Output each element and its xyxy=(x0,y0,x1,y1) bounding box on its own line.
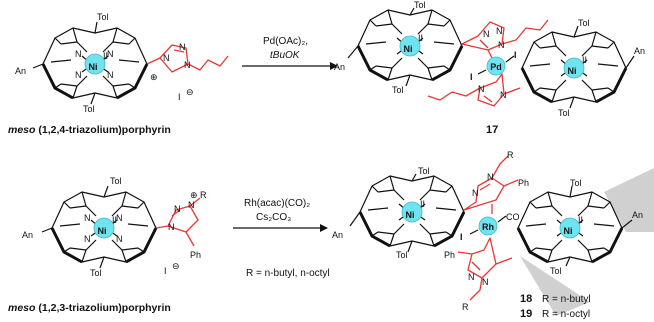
iodide-label: I xyxy=(470,72,473,82)
tol-label: Tol xyxy=(110,176,122,186)
phenyl-label: Ph xyxy=(190,250,201,260)
ni-label: Ni xyxy=(568,66,577,76)
pd-dicarbene-core: N N N N N Pd I I xyxy=(427,19,549,107)
tol-label: Tol xyxy=(392,85,404,95)
n-label: N xyxy=(168,222,175,232)
reagent-tbuok: tBuOK xyxy=(270,50,301,61)
ni-label: Ni xyxy=(89,62,98,72)
tol-label: Tol xyxy=(578,18,590,28)
tol-label: Tol xyxy=(550,266,562,276)
n-label: N xyxy=(174,204,181,214)
minus-charge-label: ⊖ xyxy=(172,261,180,271)
tol-label: Tol xyxy=(418,166,430,176)
ni-charge-label: II xyxy=(418,33,423,43)
porphyrin-ni-product17-right: Ni II Tol Tol An xyxy=(520,18,645,118)
tol-label: Tol xyxy=(90,268,102,278)
an-label: An xyxy=(332,230,343,240)
n-label: N xyxy=(478,84,485,94)
ni-charge-label: II xyxy=(112,215,117,225)
pd-label: Pd xyxy=(490,62,502,72)
r-group-label: R xyxy=(507,150,514,160)
n-label: N xyxy=(468,272,475,282)
n-label: N xyxy=(188,200,195,210)
n-label: N xyxy=(84,234,91,244)
n-label: N xyxy=(498,40,505,50)
n-label: N xyxy=(75,49,82,59)
plus-charge-label: ⊕ xyxy=(150,72,158,82)
tol-label: Tol xyxy=(83,104,95,114)
ni-label: Ni xyxy=(98,226,107,236)
ni-label: Ni xyxy=(406,210,415,220)
iodide-label: I xyxy=(460,232,463,242)
ni-charge-label: II xyxy=(103,51,108,61)
n-label: N xyxy=(483,29,490,39)
tol-label: Tol xyxy=(570,178,582,188)
watermark-shape-lower xyxy=(520,256,590,316)
n-label: N xyxy=(472,188,479,198)
iodide-label: I xyxy=(178,92,181,102)
ni-charge-label: II xyxy=(578,215,583,225)
n-label: N xyxy=(500,90,507,100)
n-label: N xyxy=(75,70,82,80)
n-label: N xyxy=(496,26,503,36)
reagent-cs2co3: Cs₂CO₃ xyxy=(256,212,291,223)
product-number-19: 19 xyxy=(520,308,532,320)
arrow-head-bottom xyxy=(320,224,328,232)
triazolium-124-reactant: N N N ⊕ I ⊖ xyxy=(146,42,229,102)
n-label: N xyxy=(107,49,114,59)
phenyl-label: Ph xyxy=(518,178,529,188)
watermark-shape-upper xyxy=(604,168,654,232)
an-label: An xyxy=(15,66,26,76)
n-label: N xyxy=(116,213,123,223)
an-label: An xyxy=(22,230,33,240)
rh-label: Rh xyxy=(482,222,494,232)
ni-charge-label: II xyxy=(582,55,587,65)
porphyrin-ni-product18-left: Ni II Tol Tol An xyxy=(332,166,466,260)
plus-charge-label: ⊕ xyxy=(190,190,198,200)
product-18-r-group: R = n-butyl xyxy=(542,294,591,305)
r-group-label: R xyxy=(462,302,469,312)
ni-label: Ni xyxy=(404,44,413,54)
n-label: N xyxy=(184,60,191,70)
rh-dicarbene-core: N N R Ph Ph N N R Rh CO I xyxy=(444,150,529,312)
tol-label: Tol xyxy=(396,250,408,260)
tol-label: Tol xyxy=(558,108,570,118)
r-group-definition: R = n-butyl, n-octyl xyxy=(246,268,330,279)
iodide-label: I xyxy=(514,50,517,60)
product-number-18: 18 xyxy=(520,293,532,305)
triazolium-123-reactant: N N N R ⊕ Ph I ⊖ xyxy=(155,190,207,276)
reactant-caption-bottom: meso (1,2,3-triazolium)porphyrin xyxy=(8,302,171,314)
product-19-r-group: R = n-octyl xyxy=(542,309,590,320)
reagent-rh-acac: Rh(acac)(CO)₂ xyxy=(244,198,310,209)
n-label: N xyxy=(482,277,489,287)
porphyrin-ni-reactant-bottom: Ni II N N N N Tol Tol An xyxy=(22,176,158,278)
co-ligand-label: CO xyxy=(506,212,520,222)
n-label: N xyxy=(163,53,170,63)
ni-label: Ni xyxy=(564,226,573,236)
an-label: An xyxy=(634,46,645,56)
an-label: An xyxy=(632,210,643,220)
porphyrin-ni-reactant-top: Ni II N N N N Tol Tol An xyxy=(15,12,149,114)
porphyrin-ni-product17-left: Ni II Tol Tol An xyxy=(334,0,464,95)
porphyrin-ni-product18-right: Ni II Tol Tol An xyxy=(516,178,643,276)
phenyl-label: Ph xyxy=(444,250,455,260)
tol-label: Tol xyxy=(414,0,426,10)
tol-label: Tol xyxy=(97,12,109,22)
reactant-caption-top: meso (1,2,4-triazolium)porphyrin xyxy=(8,124,171,136)
n-label: N xyxy=(487,172,494,182)
n-label: N xyxy=(116,234,123,244)
an-label: An xyxy=(334,62,345,72)
n-label: N xyxy=(179,42,186,52)
arrow-head-top xyxy=(330,62,338,70)
minus-charge-label: ⊖ xyxy=(186,87,194,97)
iodide-label: I xyxy=(164,266,167,276)
n-label: N xyxy=(107,70,114,80)
product-number-17: 17 xyxy=(486,124,498,136)
ni-charge-label: II xyxy=(420,199,425,209)
n-label: N xyxy=(84,213,91,223)
reagent-pd-oac: Pd(OAc)₂, xyxy=(263,36,308,47)
r-group-label: R xyxy=(200,190,207,200)
